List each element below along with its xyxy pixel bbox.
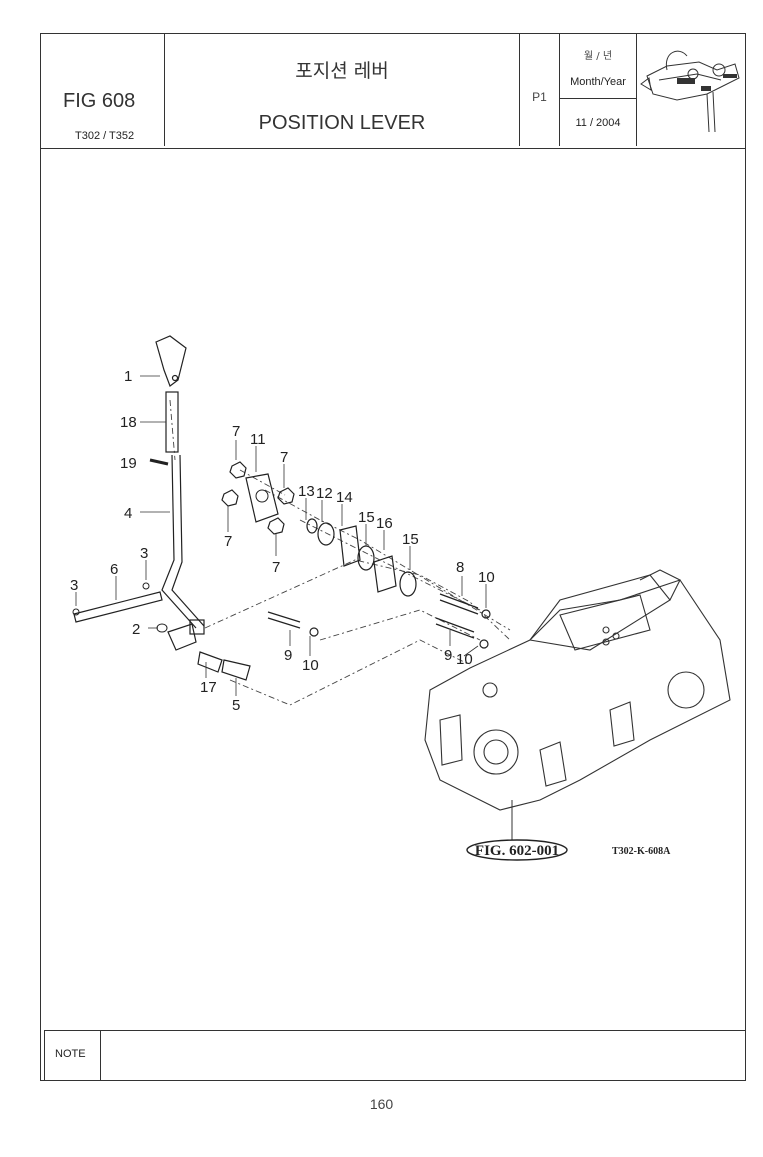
title-block: FIG 608 T302 / T352 포지션 레버 POSITION LEVE… <box>41 34 745 149</box>
callout-label: 11 <box>250 431 266 448</box>
bushing <box>197 651 223 673</box>
thumbnail-cell <box>637 34 745 146</box>
part-callouts: 1 18 19 4 3 6 3 2 17 5 7 11 7 7 7 13 12 … <box>70 368 495 714</box>
lever-base-plate <box>189 619 205 635</box>
callout-label: 8 <box>456 559 464 576</box>
pivot-shaft <box>167 623 197 651</box>
callout-label: 4 <box>124 505 132 522</box>
callout-label: 15 <box>358 509 375 526</box>
lever-knob <box>155 335 187 387</box>
pin <box>156 623 168 633</box>
link-rod <box>73 591 163 623</box>
clip-left <box>72 608 80 616</box>
page-code-cell: P1 <box>520 34 560 146</box>
plate-hole <box>255 489 269 503</box>
figure-reference: FIG. 602-001 <box>475 843 559 859</box>
tractor-lever-thumbnail-icon <box>640 50 740 133</box>
grip-sleeve <box>165 391 179 453</box>
model-numbers: T302 / T352 <box>75 130 135 142</box>
callout-label: 9 <box>444 647 452 664</box>
callout-label: 1 <box>124 368 132 385</box>
date-cell: 월 / 년 Month/Year 11 / 2004 <box>560 34 637 146</box>
callout-leaders <box>75 375 487 696</box>
title-korean: 포지션 레버 <box>295 60 389 82</box>
date-label-english: Month/Year <box>570 76 626 88</box>
lever-arm <box>161 454 205 629</box>
note-label: NOTE <box>55 1048 86 1060</box>
callout-label: 7 <box>224 533 232 550</box>
note-section: NOTE <box>44 1030 746 1081</box>
title-cell: 포지션 레버 POSITION LEVER <box>165 34 520 146</box>
date-label-row: 월 / 년 Month/Year <box>560 34 636 99</box>
callout-label: 10 <box>456 651 473 668</box>
callout-label: 17 <box>200 679 217 696</box>
screw <box>149 458 169 466</box>
page-frame: FIG 608 T302 / T352 포지션 레버 POSITION LEVE… <box>40 33 746 1081</box>
callout-label: 18 <box>120 414 137 431</box>
callout-label: 2 <box>132 621 140 638</box>
callout-label: 7 <box>232 423 240 440</box>
date-value: 11 / 2004 <box>575 117 621 129</box>
fig-cell: FIG 608 T302 / T352 <box>41 34 165 146</box>
transmission-housing <box>424 569 731 811</box>
callout-label: 16 <box>376 515 393 532</box>
washers <box>306 518 417 597</box>
callout-label: 9 <box>284 647 292 664</box>
page-number: 160 <box>369 1096 394 1112</box>
callout-label: 10 <box>302 657 319 674</box>
callout-label: 15 <box>402 531 419 548</box>
date-label-korean: 월 / 년 <box>583 51 613 62</box>
studs <box>267 593 491 649</box>
page-code: P1 <box>532 90 547 104</box>
callout-label: 13 <box>298 483 315 500</box>
callout-label: 5 <box>232 697 240 714</box>
callout-label: 6 <box>110 561 118 578</box>
note-label-cell: NOTE <box>45 1031 101 1080</box>
fig-number: FIG 608 <box>63 90 136 112</box>
callout-label: 3 <box>140 545 148 562</box>
callout-label: 19 <box>120 455 137 472</box>
callout-label: 3 <box>70 577 78 594</box>
title-english: POSITION LEVER <box>258 112 426 134</box>
bolt <box>221 659 251 681</box>
nuts <box>221 461 295 535</box>
callout-label: 14 <box>336 489 353 506</box>
clip-right <box>142 582 150 590</box>
callout-label: 10 <box>478 569 495 586</box>
drawing-number: T302-K-608A <box>612 846 671 857</box>
callout-label: 7 <box>280 449 288 466</box>
callout-label: 12 <box>316 485 333 502</box>
callout-label: 7 <box>272 559 280 576</box>
mounting-plate <box>245 473 279 523</box>
figure-reference-oval <box>466 839 568 861</box>
